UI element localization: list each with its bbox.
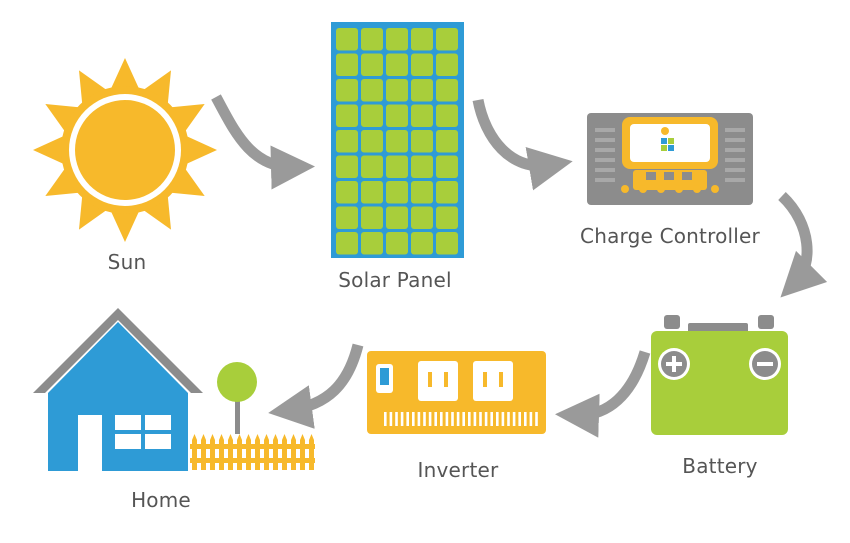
arrow-controller-to-battery [778,191,828,298]
fence-picket [273,434,278,470]
solar-panel-icon [331,22,464,258]
panel-cell [361,28,383,51]
fence-picket [228,434,233,470]
panel-cell [386,130,408,153]
panel-cell [386,181,408,204]
arrow-sun-to-panel [211,94,315,190]
panel-cell [336,181,358,204]
fence-picket [192,434,197,470]
panel-cell [411,232,433,255]
logo-icon [661,127,674,151]
panel-cell [386,155,408,178]
panel-cell [436,181,458,204]
fence-icon [190,434,315,470]
panel-cell [361,79,383,102]
sun-ray [79,192,110,230]
panel-cell [411,104,433,127]
arrow-battery-to-inverter [555,350,651,438]
sun-ray [140,70,171,108]
panel-cell [336,206,358,229]
fence-picket [246,434,251,470]
sun-ray [109,58,141,93]
terminal-dot [621,185,629,193]
sun-ray [109,207,141,242]
panel-cell [411,28,433,51]
sun-ray [167,165,205,196]
fence-picket [237,434,242,470]
fence-picket [210,434,215,470]
sun-label: Sun [107,250,147,274]
panel-cell [386,104,408,127]
panel-cell [361,206,383,229]
home-label: Home [131,488,191,512]
panel-cell [336,155,358,178]
arrow-inverter-to-home [268,343,364,429]
panel-cell [436,232,458,255]
panel-cell [361,53,383,76]
terminal-dot [639,185,647,193]
sun-ray [45,165,83,196]
charge-controller-icon [587,113,753,205]
panel-cell [411,79,433,102]
inverter-icon [367,351,546,434]
panel-cell [411,181,433,204]
panel-cell [436,104,458,127]
panel-cell [386,79,408,102]
sun-ray [33,134,68,166]
panel-cell [386,28,408,51]
fence-picket [264,434,269,470]
sun-ray [79,70,110,108]
arrow-panel-to-controller [472,98,573,191]
fence-picket [255,434,260,470]
panel-cell [336,130,358,153]
sun-icon [33,58,217,242]
panel-cell [336,232,358,255]
panel-cell [361,155,383,178]
panel-cell [386,53,408,76]
panel-cell [336,53,358,76]
panel-cell [361,104,383,127]
panel-cell [436,130,458,153]
terminal-dot [657,185,665,193]
battery-icon [651,315,788,435]
sun-ray [140,192,171,230]
panel-cell [386,232,408,255]
panel-cell [361,130,383,153]
home-icon [33,308,315,471]
sun-ray [45,104,83,135]
panel-cell [436,79,458,102]
fence-picket [201,434,206,470]
panel-cell [386,206,408,229]
panel-cell [436,53,458,76]
fence-picket [291,434,296,470]
fence-picket [309,434,314,470]
inverter-label: Inverter [417,458,499,482]
panel-cell [411,53,433,76]
tree-icon [217,362,257,434]
panel-cell [336,104,358,127]
terminal-dot [675,185,683,193]
sun-ray [182,134,217,166]
terminal-dot [711,185,719,193]
charge-controller-label: Charge Controller [580,224,760,248]
panel-cell [411,155,433,178]
panel-cell [361,181,383,204]
battery-label: Battery [682,454,758,478]
panel-cell [436,155,458,178]
panel-cell [336,28,358,51]
panel-cell [436,28,458,51]
sun-ray [167,104,205,135]
panel-cell [411,130,433,153]
panel-cell [411,206,433,229]
fence-picket [300,434,305,470]
fence-picket [282,434,287,470]
solar-panel-label: Solar Panel [338,268,452,292]
terminal-dot [693,185,701,193]
panel-cell [361,232,383,255]
panel-cell [436,206,458,229]
fence-picket [219,434,224,470]
panel-cell [336,79,358,102]
